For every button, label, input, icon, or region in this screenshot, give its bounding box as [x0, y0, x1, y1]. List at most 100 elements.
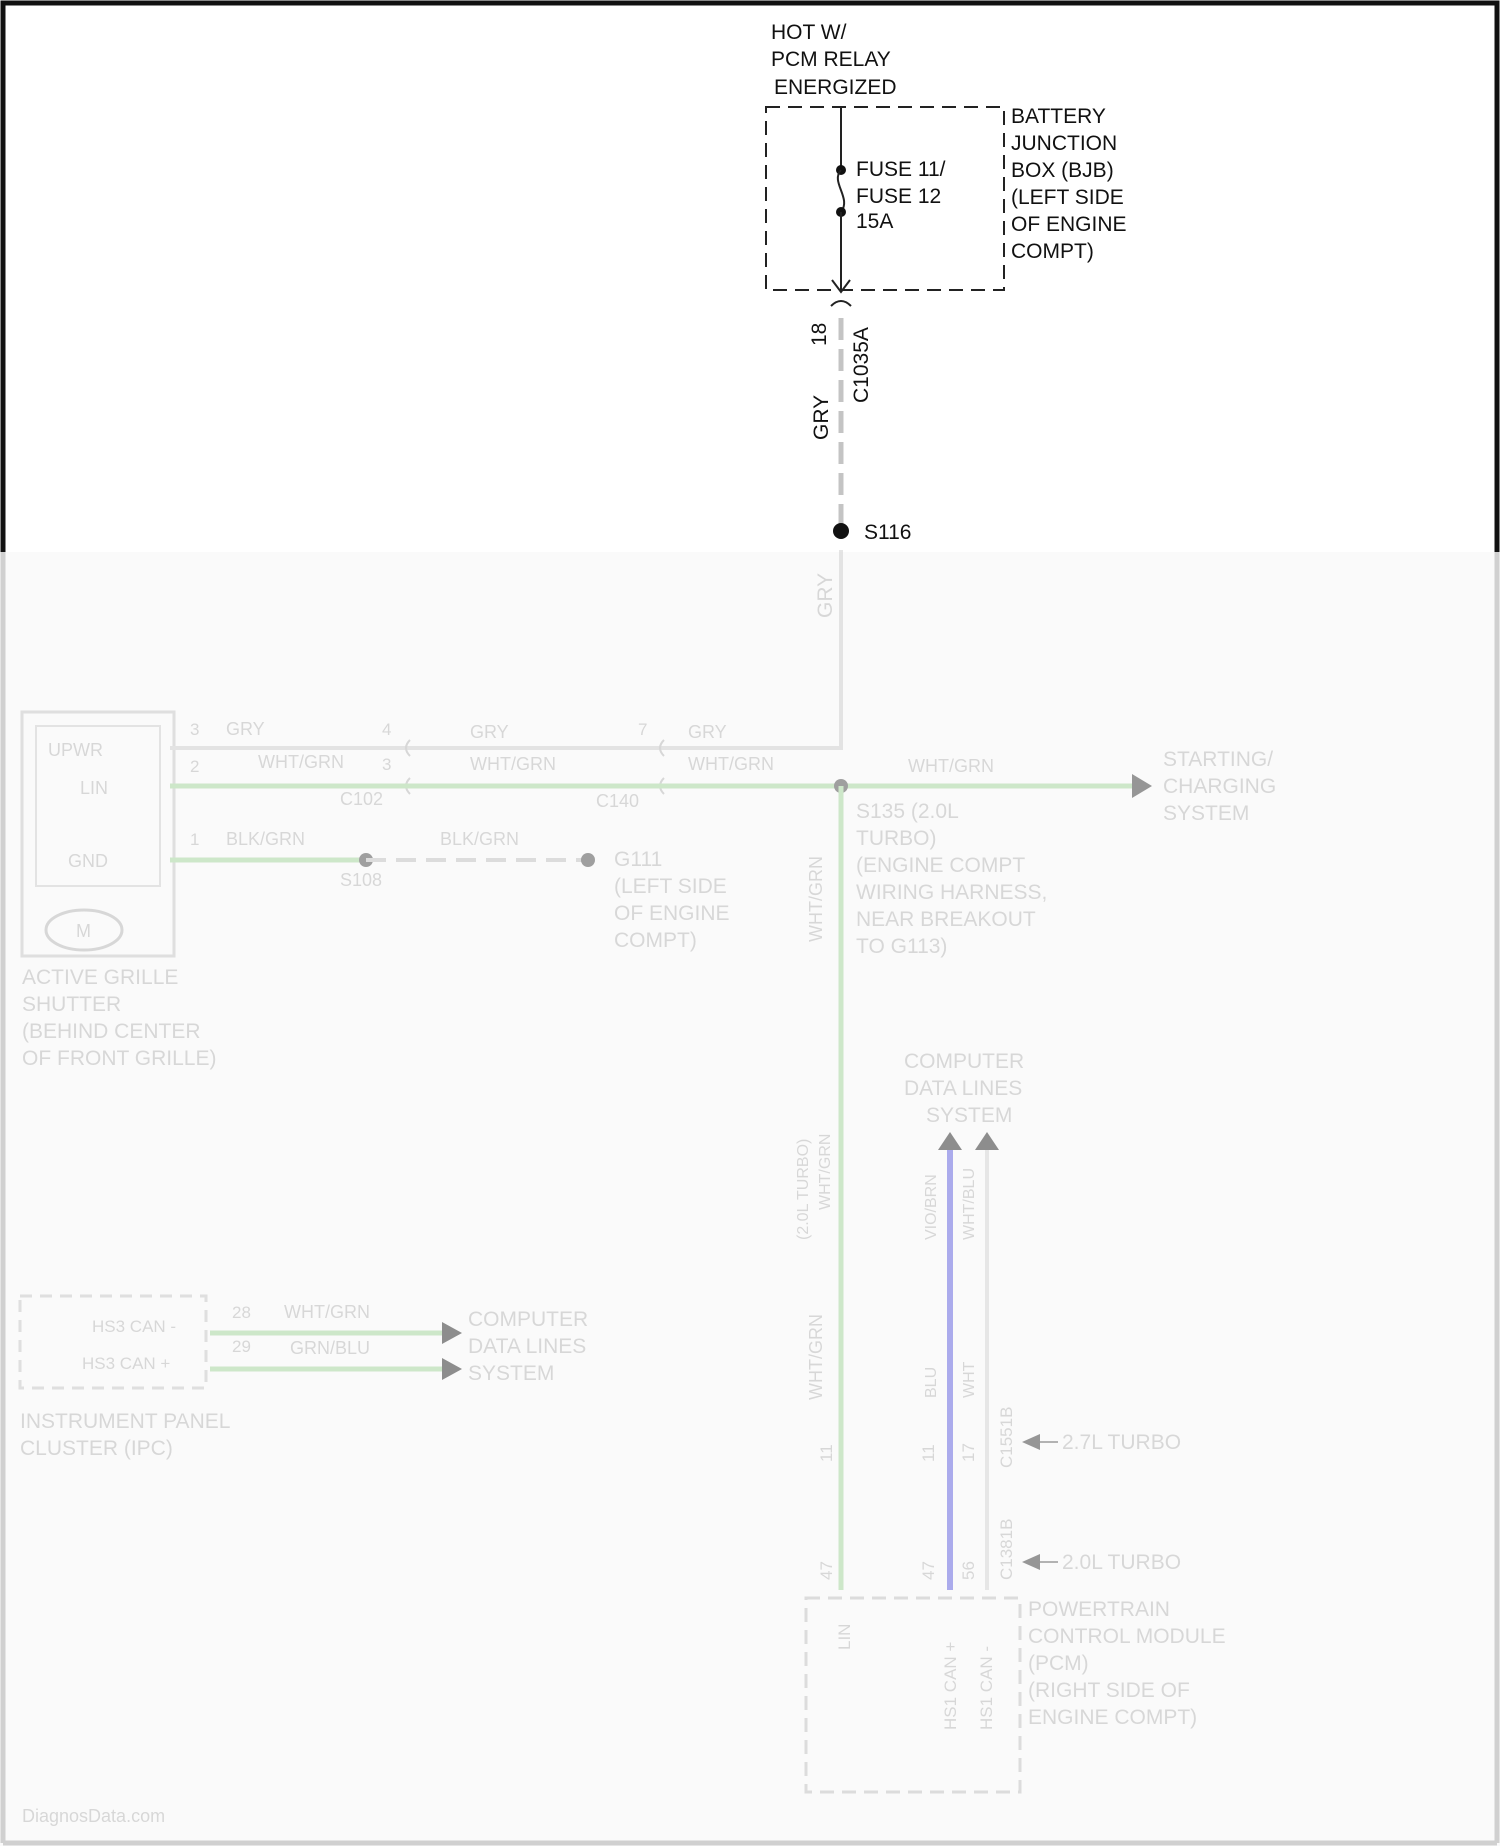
fuse-label-line2: FUSE 12	[856, 185, 941, 208]
fuse-label-line3: 15A	[856, 210, 893, 233]
turbo-vertical-wire-label: WHT/GRN	[817, 1134, 834, 1210]
bjb-label-line6: COMPT)	[1011, 240, 1094, 263]
gry-label-2: GRY	[470, 722, 509, 742]
pcm-pin-canp: HS1 CAN +	[941, 1642, 960, 1730]
c1035a-connector-label: C1035A	[850, 327, 873, 403]
c1551b-pin-lin: 11	[817, 1444, 836, 1462]
c140-pin-7: 7	[638, 720, 647, 739]
vio-vertical-label: VIO/BRN	[923, 1174, 940, 1240]
grille-label-line4: OF FRONT GRILLE)	[22, 1047, 216, 1070]
ipc-pin-can-plus: HS3 CAN +	[82, 1354, 170, 1373]
motor-symbol-label: M	[76, 921, 91, 941]
c1551b-pin-wht: 17	[959, 1443, 978, 1462]
c1035a-pin-label: 18	[808, 323, 831, 346]
turbo-vertical-label: (2.0L TURBO)	[795, 1139, 812, 1240]
fuse-label: FUSE 11/ FUSE 12 15A	[856, 158, 946, 233]
s135-line6: TO G113)	[856, 935, 947, 958]
wht-vertical-label: WHT/BLU	[961, 1168, 978, 1240]
start-line1: STARTING/	[1163, 748, 1273, 771]
splice-s116-label: S116	[864, 521, 912, 544]
s135-line1: S135 (2.0L	[856, 800, 959, 823]
bjb-label-line1: BATTERY	[1011, 105, 1106, 128]
ipc-wire-label-2: GRN/BLU	[290, 1338, 370, 1358]
splice-s116-dot	[833, 523, 849, 539]
ipc-line2: CLUSTER (IPC)	[20, 1437, 173, 1460]
grille-pin-lin: LIN	[80, 778, 108, 798]
start-line3: SYSTEM	[1163, 802, 1249, 825]
grille-label-line2: SHUTTER	[22, 993, 121, 1016]
pcm-line2: CONTROL MODULE	[1028, 1625, 1226, 1648]
grille-pin-num-2: 2	[190, 757, 199, 776]
pcm-line3: (PCM)	[1028, 1652, 1089, 1675]
s135-line5: NEAR BREAKOUT	[856, 908, 1036, 931]
ground-line4: COMPT)	[614, 929, 697, 952]
t20-label: 2.0L TURBO	[1062, 1551, 1181, 1574]
c1035a-wire-color-label: GRY	[810, 395, 833, 440]
cdl-top-line1: COMPUTER	[904, 1050, 1024, 1073]
whtgrn-label-4: WHT/GRN	[908, 756, 994, 776]
grille-label-line1: ACTIVE GRILLE	[22, 966, 178, 989]
fuse-label-line1: FUSE 11/	[856, 158, 946, 181]
lin-vertical-label-low: WHT/GRN	[806, 1314, 826, 1400]
c102-label: C102	[340, 789, 383, 809]
whtgrn-label-3: WHT/GRN	[688, 754, 774, 774]
pcm-line4: (RIGHT SIDE OF	[1028, 1679, 1190, 1702]
ground-line1: G111	[614, 848, 662, 871]
wht2-vertical-label: WHT	[961, 1361, 978, 1398]
gry-vertical-label: GRY	[814, 573, 837, 618]
hot-label-line3: ENERGIZED	[774, 76, 897, 99]
whtgrn-label-1: WHT/GRN	[258, 752, 344, 772]
ground-g111-icon	[581, 853, 595, 867]
pcm-pin-lin: LIN	[835, 1624, 854, 1650]
pcm-line5: ENGINE COMPT)	[1028, 1706, 1197, 1729]
start-line2: CHARGING	[1163, 775, 1276, 798]
c1381b-label: C1381B	[997, 1519, 1016, 1580]
cdl-top-line2: DATA LINES	[904, 1077, 1022, 1100]
whtgrn-label-2: WHT/GRN	[470, 754, 556, 774]
blkgrn-label-1: BLK/GRN	[226, 829, 305, 849]
ground-line3: OF ENGINE	[614, 902, 730, 925]
bjb-label: BATTERY JUNCTION BOX (BJB) (LEFT SIDE OF…	[1011, 105, 1127, 263]
cdl-mid-line2: DATA LINES	[468, 1335, 586, 1358]
hot-label-line1: HOT W/	[771, 21, 847, 44]
bjb-label-line4: (LEFT SIDE	[1011, 186, 1124, 209]
ipc-pin-28: 28	[232, 1303, 251, 1322]
grille-pin-upwr: UPWR	[48, 740, 103, 760]
s135-line2: TURBO)	[856, 827, 937, 850]
blkgrn-label-2: BLK/GRN	[440, 829, 519, 849]
ground-line2: (LEFT SIDE	[614, 875, 727, 898]
s108-label: S108	[340, 870, 382, 890]
blu-vertical-label: BLU	[923, 1367, 940, 1398]
c140-label: C140	[596, 791, 639, 811]
grille-pin-num-1: 1	[190, 830, 199, 849]
c1551b-label: C1551B	[997, 1407, 1016, 1468]
lin-vertical-label: WHT/GRN	[806, 856, 826, 942]
bjb-label-line5: OF ENGINE	[1011, 213, 1127, 236]
ipc-pin-can-minus: HS3 CAN -	[92, 1317, 176, 1336]
grille-pin-num-3: 3	[190, 720, 199, 739]
c102-pin-4: 4	[382, 720, 391, 739]
c102-pin-3: 3	[382, 755, 391, 774]
fuse-symbol	[838, 170, 844, 212]
t27-label: 2.7L TURBO	[1062, 1431, 1181, 1454]
hot-label: HOT W/ PCM RELAY ENERGIZED	[771, 21, 897, 99]
gry-label-1: GRY	[226, 719, 265, 739]
c1381b-pin-wht: 56	[959, 1561, 978, 1580]
ipc-line1: INSTRUMENT PANEL	[20, 1410, 230, 1433]
gry-label-3: GRY	[688, 722, 727, 742]
c1551b-pin-blu: 11	[919, 1444, 938, 1462]
connector-socket-icon	[831, 301, 851, 306]
bjb-label-line2: JUNCTION	[1011, 132, 1117, 155]
cdl-top-line3: SYSTEM	[926, 1104, 1012, 1127]
s135-line3: (ENGINE COMPT	[856, 854, 1025, 877]
cdl-mid-line1: COMPUTER	[468, 1308, 588, 1331]
watermark: DiagnosData.com	[22, 1806, 165, 1826]
pcm-pin-canm: HS1 CAN -	[977, 1646, 996, 1730]
hot-label-line2: PCM RELAY	[771, 48, 891, 71]
grille-pin-gnd: GND	[68, 851, 108, 871]
s135-line4: WIRING HARNESS,	[856, 881, 1047, 904]
cdl-mid-line3: SYSTEM	[468, 1362, 554, 1385]
ipc-pin-29: 29	[232, 1337, 251, 1356]
bjb-label-line3: BOX (BJB)	[1011, 159, 1114, 182]
c1381b-pin-blu: 47	[919, 1561, 938, 1580]
